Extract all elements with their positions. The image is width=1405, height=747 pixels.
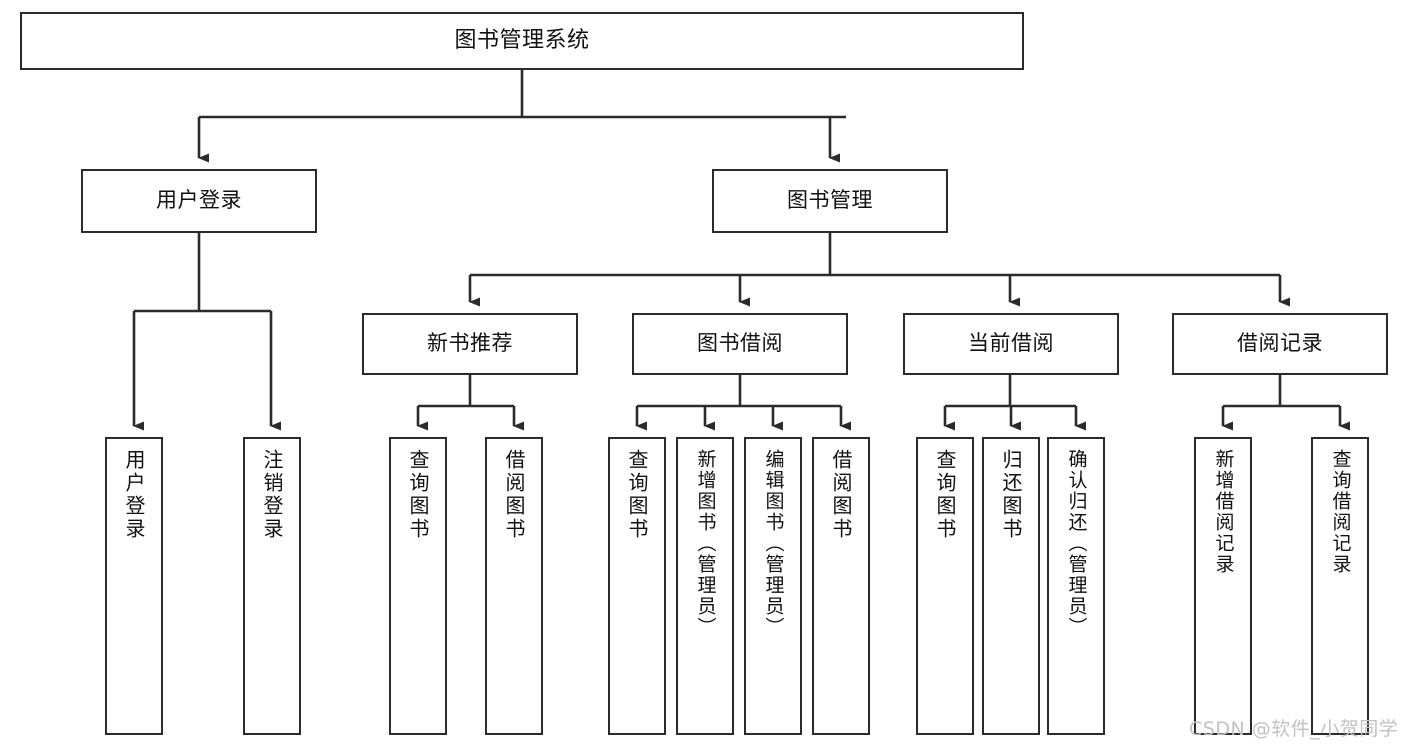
node-label: 借阅图书 — [829, 449, 853, 541]
node-label: 新书推荐 — [427, 331, 513, 356]
node-new-book-recommend[interactable]: 新书推荐 — [362, 313, 578, 375]
leaf-borrow-query-books[interactable]: 查询图书 — [608, 437, 666, 735]
node-label: 查询图书 — [933, 449, 957, 541]
leaf-logout[interactable]: 注销登录 — [243, 437, 301, 735]
node-book-borrow[interactable]: 图书借阅 — [632, 313, 848, 375]
node-label: 用户登录 — [156, 188, 242, 213]
leaf-current-confirm-return-admin[interactable]: 确认归还（管理员） — [1047, 437, 1105, 735]
node-book-management[interactable]: 图书管理 — [712, 169, 948, 233]
node-label: 图书管理系统 — [454, 27, 590, 53]
node-label: 借阅图书 — [502, 449, 526, 541]
node-label: 图书借阅 — [697, 331, 783, 356]
node-label: 查询图书 — [406, 449, 430, 541]
leaf-new-book-query-books[interactable]: 查询图书 — [389, 437, 447, 735]
node-label: 注销登录 — [260, 449, 284, 541]
node-label: 图书管理 — [787, 188, 873, 213]
leaf-new-book-borrow-books[interactable]: 借阅图书 — [485, 437, 543, 735]
node-label: 确认归还（管理员） — [1065, 449, 1088, 638]
node-label: 借阅记录 — [1237, 331, 1323, 356]
node-label: 新增借阅记录 — [1212, 449, 1235, 575]
node-current-borrow[interactable]: 当前借阅 — [903, 313, 1119, 375]
node-label: 当前借阅 — [968, 331, 1054, 356]
node-label: 查询借阅记录 — [1329, 449, 1352, 575]
leaf-record-add-borrow-record[interactable]: 新增借阅记录 — [1194, 437, 1252, 735]
node-borrow-record[interactable]: 借阅记录 — [1172, 313, 1388, 375]
leaf-borrow-borrow-books[interactable]: 借阅图书 — [812, 437, 870, 735]
node-label: 编辑图书（管理员） — [762, 449, 785, 638]
leaf-borrow-edit-book-admin[interactable]: 编辑图书（管理员） — [744, 437, 802, 735]
watermark: CSDN @软件_小贺同学 — [1189, 718, 1399, 740]
leaf-user-login[interactable]: 用户登录 — [105, 437, 163, 735]
node-label: 查询图书 — [625, 449, 649, 541]
leaf-record-query-borrow-record[interactable]: 查询借阅记录 — [1311, 437, 1369, 735]
node-user-login[interactable]: 用户登录 — [81, 169, 317, 233]
leaf-borrow-add-book-admin[interactable]: 新增图书（管理员） — [676, 437, 734, 735]
node-label: 归还图书 — [999, 449, 1023, 541]
node-label: 新增图书（管理员） — [694, 449, 717, 638]
node-root-book-management-system[interactable]: 图书管理系统 — [20, 12, 1024, 70]
node-label: 用户登录 — [122, 449, 146, 541]
leaf-current-return-books[interactable]: 归还图书 — [982, 437, 1040, 735]
leaf-current-query-books[interactable]: 查询图书 — [916, 437, 974, 735]
